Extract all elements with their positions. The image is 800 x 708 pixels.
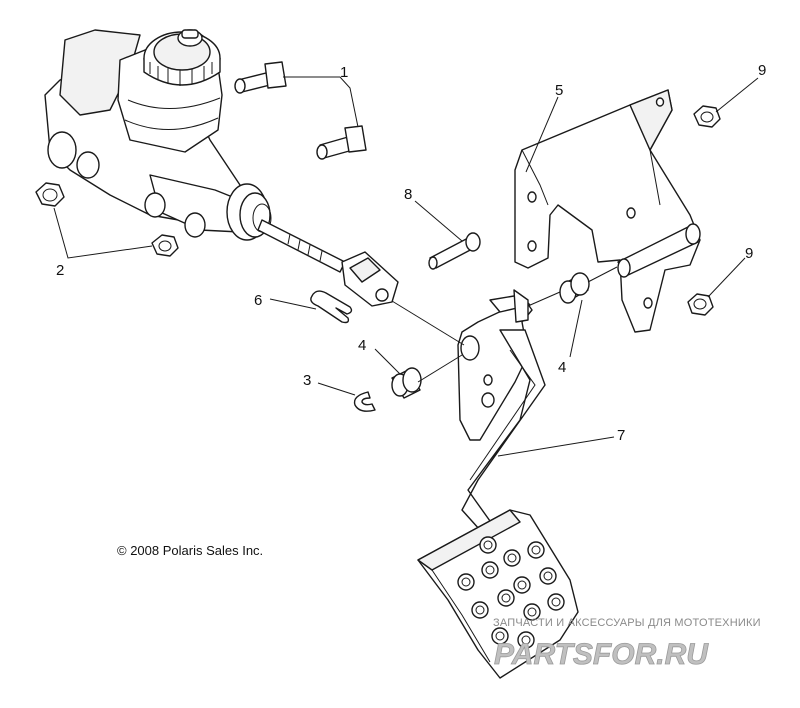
leader-5	[525, 96, 559, 173]
flange-nut-upper-right	[693, 105, 721, 128]
callout-8: 8	[404, 186, 412, 203]
leader-bushing-to-shaft	[587, 266, 618, 283]
callout-6: 6	[254, 292, 262, 309]
leader-pedal-to-bushing	[527, 291, 561, 307]
leader-bushing-to-pedal	[417, 354, 463, 383]
watermark-logo: PARTSFOR.RU	[494, 638, 709, 671]
leader-1	[283, 76, 359, 128]
e-clip	[353, 391, 376, 412]
leader-lines	[53, 76, 759, 457]
mounting-bolt-lower	[316, 125, 367, 160]
clevis-pin	[428, 232, 481, 270]
bushing-right	[559, 272, 590, 304]
leader-9a	[715, 77, 759, 113]
leader-4a	[374, 348, 401, 375]
pedal-bracket	[514, 89, 701, 333]
leader-4b	[569, 299, 583, 358]
flange-nut-lower-right	[687, 293, 714, 316]
leader-3	[317, 382, 356, 396]
cotter-pin	[310, 290, 353, 324]
copyright-notice: © 2008 Polaris Sales Inc.	[117, 543, 263, 558]
callout-9-upper: 9	[758, 62, 766, 79]
leader-6	[269, 298, 317, 310]
callout-5: 5	[555, 82, 563, 99]
callout-9-lower: 9	[745, 245, 753, 262]
leader-2	[53, 207, 153, 259]
watermark: ЗАПЧАСТИ И АКСЕССУАРЫ ДЛЯ МОТОТЕХНИКИ PA…	[493, 617, 761, 671]
callout-2: 2	[56, 262, 64, 279]
watermark-tagline: ЗАПЧАСТИ И АКСЕССУАРЫ ДЛЯ МОТОТЕХНИКИ	[493, 617, 761, 629]
flange-nut-upper-left	[35, 182, 65, 207]
callout-1: 1	[340, 64, 348, 81]
flange-nut-lower-left	[151, 234, 179, 257]
leader-9b	[707, 257, 746, 298]
master-cylinder	[44, 29, 399, 307]
bushing-left	[391, 367, 422, 399]
callout-3: 3	[303, 372, 311, 389]
leader-7	[497, 436, 615, 457]
callout-7: 7	[617, 427, 625, 444]
leader-clevis-to-pedal	[391, 300, 465, 346]
mounting-bolt-upper	[234, 61, 287, 94]
pedal-pad-holes	[457, 536, 565, 649]
callout-4-left: 4	[358, 337, 366, 354]
callout-4-right: 4	[558, 359, 566, 376]
leader-8	[414, 200, 463, 242]
brake-pedal	[417, 289, 579, 679]
